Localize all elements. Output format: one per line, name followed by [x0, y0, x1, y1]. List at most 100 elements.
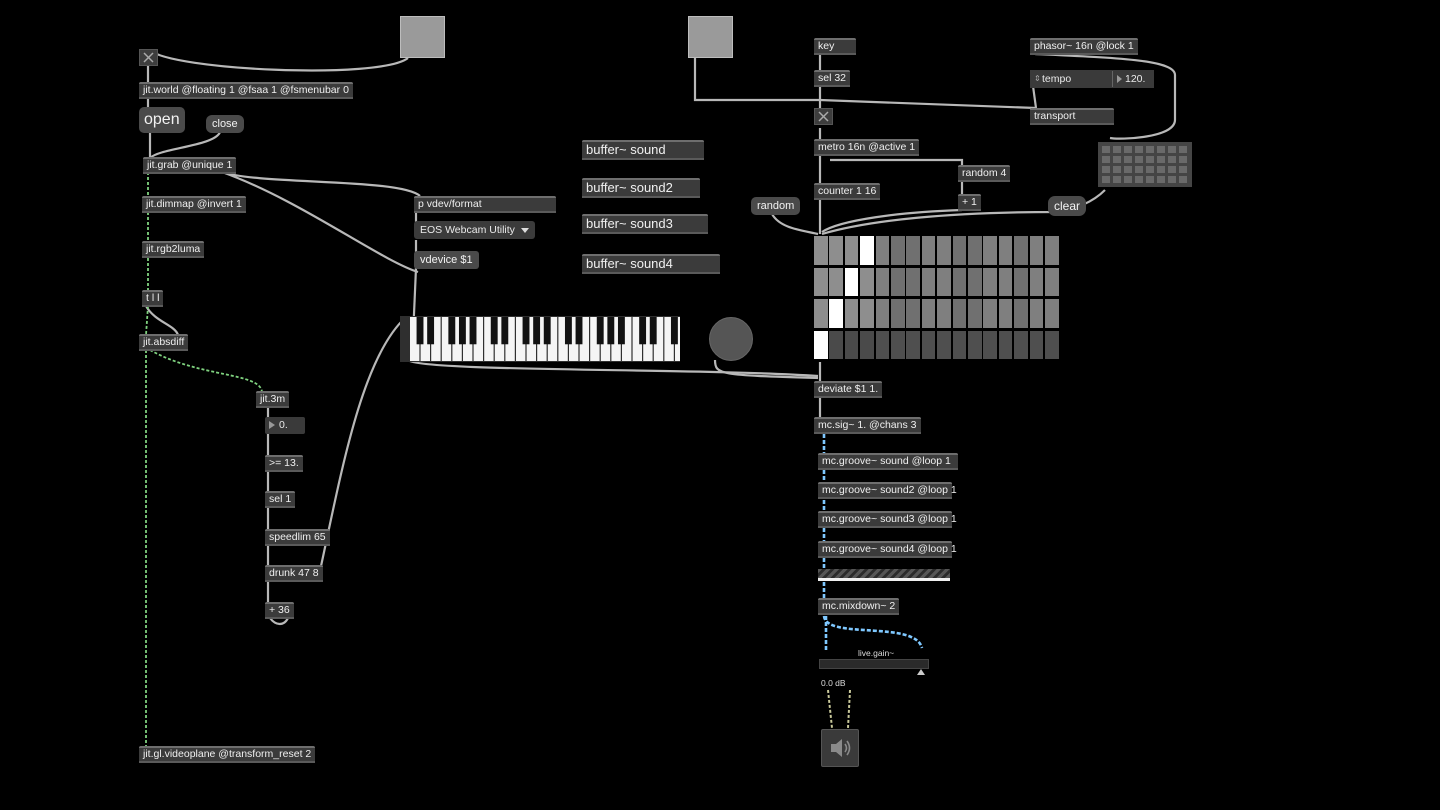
step-cell[interactable] — [829, 330, 843, 360]
mc-groove-sound-object[interactable]: mc.groove~ sound @loop 1 — [818, 453, 958, 470]
grid-cell[interactable] — [1102, 146, 1110, 153]
white-key[interactable] — [452, 317, 462, 361]
white-key[interactable] — [632, 317, 642, 361]
black-key[interactable] — [649, 317, 657, 345]
white-key[interactable] — [526, 317, 536, 361]
p-vdev-format-object[interactable]: p vdev/format — [414, 196, 556, 213]
step-cell[interactable] — [814, 236, 828, 265]
white-key[interactable] — [569, 317, 579, 361]
step-cell[interactable] — [937, 267, 951, 297]
white-key[interactable] — [590, 317, 600, 361]
step-cell[interactable] — [1014, 236, 1028, 265]
buffer-sound-object[interactable]: buffer~ sound — [582, 140, 704, 160]
step-cell[interactable] — [844, 267, 859, 297]
grid-cell[interactable] — [1146, 176, 1154, 183]
black-key[interactable] — [670, 317, 678, 345]
step-cell[interactable] — [921, 299, 936, 328]
grid-cell[interactable] — [1179, 176, 1187, 183]
step-sequencer-grid[interactable] — [814, 236, 1064, 362]
black-key[interactable] — [458, 317, 466, 345]
black-key[interactable] — [564, 317, 572, 345]
vdevice-message[interactable]: vdevice $1 — [414, 251, 479, 269]
grid-cell[interactable] — [1168, 176, 1176, 183]
grid-cell[interactable] — [1146, 146, 1154, 153]
grid-cell[interactable] — [1157, 156, 1165, 163]
step-cell[interactable] — [1045, 267, 1059, 297]
step-cell[interactable] — [891, 330, 905, 360]
jit-3m-object[interactable]: jit.3m — [256, 391, 290, 408]
white-key[interactable] — [420, 317, 430, 361]
grid-cell[interactable] — [1168, 166, 1176, 173]
step-cell[interactable] — [875, 330, 890, 360]
step-cell[interactable] — [1045, 330, 1059, 360]
white-key[interactable] — [547, 317, 558, 361]
white-key[interactable] — [505, 317, 515, 361]
black-key[interactable] — [533, 317, 541, 345]
step-cell[interactable] — [998, 236, 1013, 265]
jit-rgb2luma-object[interactable]: jit.rgb2luma — [142, 241, 205, 258]
transport-object[interactable]: transport — [1030, 108, 1114, 125]
step-cell[interactable] — [983, 236, 997, 265]
step-cell[interactable] — [952, 299, 967, 328]
grid-cell[interactable] — [1102, 176, 1110, 183]
white-key[interactable] — [494, 317, 505, 361]
step-cell[interactable] — [814, 330, 828, 360]
step-cell[interactable] — [829, 236, 843, 265]
step-cell[interactable] — [998, 267, 1013, 297]
step-cell[interactable] — [891, 236, 905, 265]
grid-cell[interactable] — [1124, 166, 1132, 173]
trigger-object[interactable]: t l l — [142, 290, 164, 307]
step-cell[interactable] — [968, 299, 982, 328]
white-key[interactable] — [473, 317, 483, 361]
step-cell[interactable] — [998, 299, 1013, 328]
white-key[interactable] — [558, 317, 568, 361]
white-key[interactable] — [484, 317, 494, 361]
white-key[interactable] — [611, 317, 621, 361]
white-key[interactable] — [431, 317, 441, 361]
step-cell[interactable] — [829, 299, 843, 328]
white-key[interactable] — [516, 317, 526, 361]
black-key[interactable] — [522, 317, 530, 345]
toggle-fullscreen[interactable] — [139, 49, 158, 66]
black-key[interactable] — [469, 317, 477, 345]
step-cell[interactable] — [983, 330, 997, 360]
step-cell[interactable] — [1014, 299, 1028, 328]
jit-gl-videoplane-object[interactable]: jit.gl.videoplane @transform_reset 2 — [139, 746, 316, 763]
black-key[interactable] — [639, 317, 647, 345]
black-key[interactable] — [543, 317, 551, 345]
step-cell[interactable] — [860, 236, 874, 265]
white-key[interactable] — [622, 317, 632, 361]
grid-cell[interactable] — [1113, 176, 1121, 183]
phasor-object[interactable]: phasor~ 16n @lock 1 — [1030, 38, 1138, 55]
grid-cell[interactable] — [1113, 166, 1121, 173]
white-key[interactable] — [643, 317, 653, 361]
grid-cell[interactable] — [1157, 146, 1165, 153]
step-cell[interactable] — [844, 236, 859, 265]
black-key[interactable] — [607, 317, 615, 345]
step-cell[interactable] — [814, 267, 828, 297]
step-cell[interactable] — [921, 330, 936, 360]
grid-cell[interactable] — [1135, 176, 1143, 183]
step-cell[interactable] — [1029, 299, 1044, 328]
plus-1-object[interactable]: + 1 — [958, 194, 981, 211]
sel-32-object[interactable]: sel 32 — [814, 70, 851, 87]
step-cell[interactable] — [952, 330, 967, 360]
step-cell[interactable] — [983, 267, 997, 297]
mc-sig-object[interactable]: mc.sig~ 1. @chans 3 — [814, 417, 921, 434]
sequencer-toggle-button[interactable] — [688, 16, 733, 58]
white-key[interactable] — [463, 317, 473, 361]
buffer-sound4-object[interactable]: buffer~ sound4 — [582, 254, 720, 274]
grid-cell[interactable] — [1168, 156, 1176, 163]
jit-dimmap-object[interactable]: jit.dimmap @invert 1 — [142, 196, 246, 213]
white-key[interactable] — [579, 317, 589, 361]
grid-cell[interactable] — [1124, 156, 1132, 163]
grid-cell[interactable] — [1168, 146, 1176, 153]
white-key[interactable] — [537, 317, 547, 361]
step-cell[interactable] — [814, 299, 828, 328]
random-4-object[interactable]: random 4 — [958, 165, 1011, 182]
step-cell[interactable] — [968, 330, 982, 360]
grid-cell[interactable] — [1179, 146, 1187, 153]
sel-1-object[interactable]: sel 1 — [265, 491, 296, 508]
step-cell[interactable] — [844, 330, 859, 360]
white-key[interactable] — [410, 317, 420, 361]
